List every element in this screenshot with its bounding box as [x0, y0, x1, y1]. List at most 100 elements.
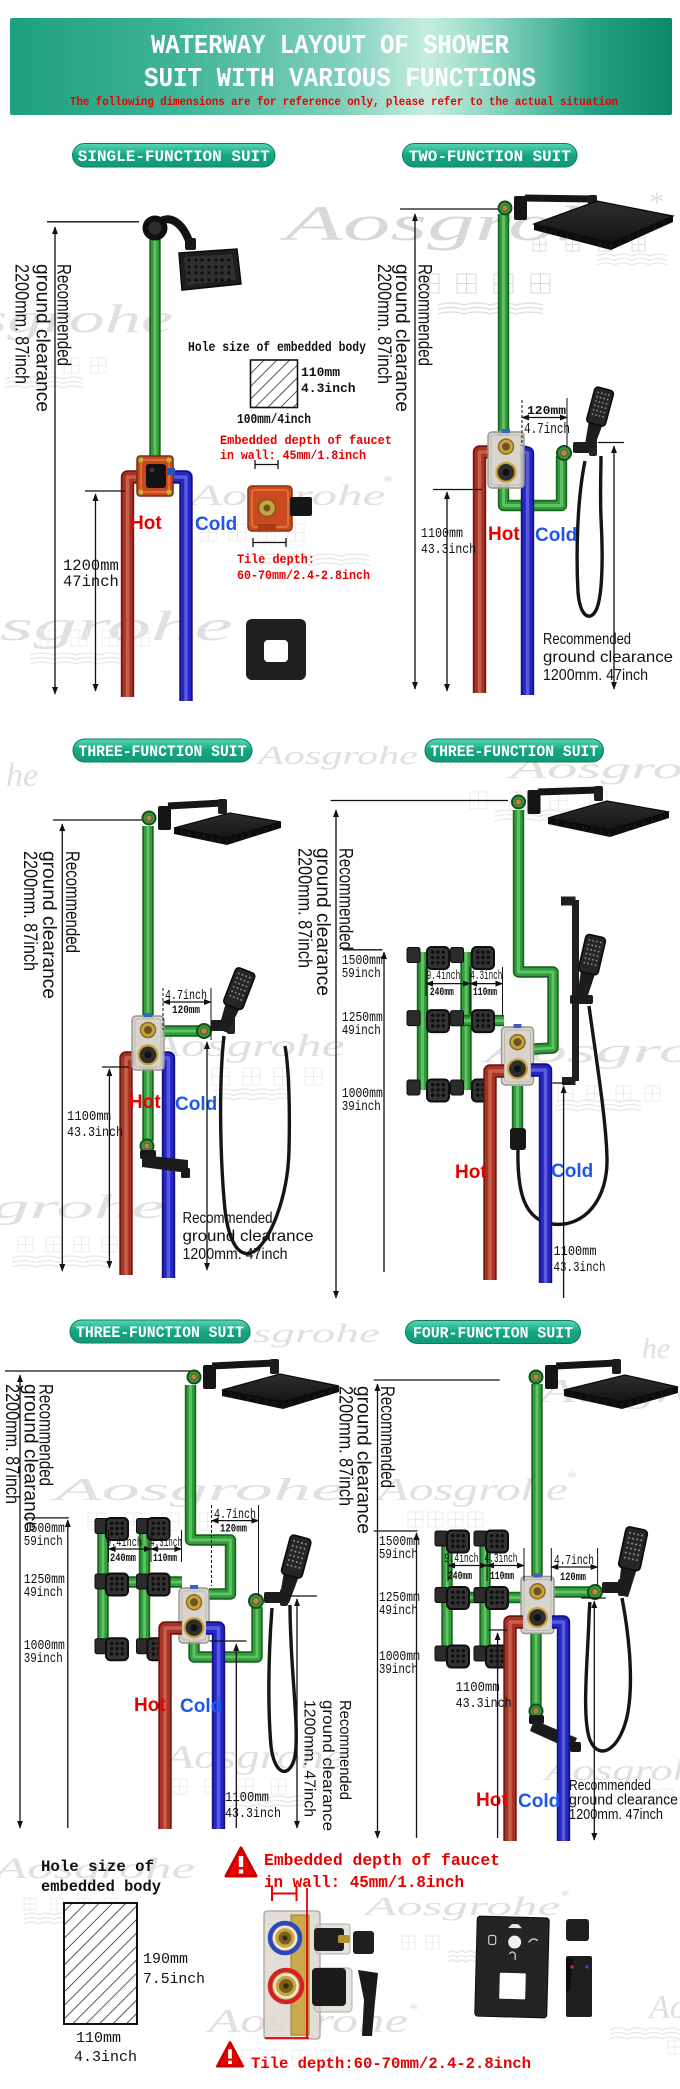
svg-text:110mm: 110mm — [490, 1571, 514, 1583]
svg-text:Recommended: Recommended — [569, 1778, 651, 1794]
svg-text:4.3inch: 4.3inch — [301, 381, 356, 396]
svg-text:he: he — [642, 1332, 670, 1365]
svg-text:120mm: 120mm — [527, 405, 566, 418]
svg-text:Embedded depth of faucet: Embedded depth of faucet — [264, 1852, 500, 1871]
svg-text:Hole size of embedded body: Hole size of embedded body — [188, 341, 366, 356]
svg-text:Hot: Hot — [488, 524, 520, 545]
svg-text:1500mm: 1500mm — [24, 1522, 65, 1537]
svg-text:1500mm: 1500mm — [379, 1535, 420, 1550]
svg-text:49inch: 49inch — [342, 1024, 381, 1039]
svg-text:43.3inch: 43.3inch — [554, 1260, 606, 1276]
svg-text:Aosgrohe: Aosgrohe — [255, 741, 418, 770]
svg-text:in wall: 45mm/1.8inch: in wall: 45mm/1.8inch — [264, 1874, 464, 1893]
svg-text:2200mm. 87inch: 2200mm. 87inch — [19, 851, 40, 971]
svg-text:49inch: 49inch — [379, 1604, 418, 1619]
svg-text:Recommended: Recommended — [336, 1700, 353, 1800]
svg-text:Cold: Cold — [535, 525, 577, 546]
svg-text:Cold: Cold — [518, 1791, 560, 1812]
svg-text:1200mm. 47inch: 1200mm. 47inch — [183, 1246, 288, 1263]
svg-text:ground clearance: ground clearance — [20, 1384, 41, 1532]
svg-text:ground clearance: ground clearance — [391, 264, 412, 412]
svg-text:*: * — [560, 1886, 569, 1906]
svg-text:1250mm: 1250mm — [379, 1591, 420, 1606]
svg-text:1000mm: 1000mm — [24, 1639, 65, 1654]
svg-text:ground clearance: ground clearance — [569, 1793, 678, 1809]
svg-text:*: * — [342, 1023, 352, 1045]
svg-text:1250mm: 1250mm — [342, 1011, 383, 1026]
svg-text:1100mm: 1100mm — [456, 1680, 500, 1696]
svg-text:Ao: Ao — [647, 1989, 680, 2026]
svg-text:Aosgrohe: Aosgrohe — [0, 1852, 195, 1885]
svg-text:2200mm. 87inch: 2200mm. 87inch — [373, 264, 394, 384]
svg-text:*: * — [566, 1467, 576, 1489]
svg-text:110mm: 110mm — [76, 2030, 121, 2047]
svg-text:1000mm: 1000mm — [379, 1650, 420, 1665]
svg-text:Hot: Hot — [476, 1790, 508, 1811]
svg-text:ground clearance: ground clearance — [312, 848, 333, 996]
svg-text:Recommended: Recommended — [35, 1384, 56, 1486]
svg-text:osgrohe: osgrohe — [0, 1189, 165, 1226]
svg-text:1200mm. 47inch: 1200mm. 47inch — [569, 1807, 663, 1823]
svg-text:110mm: 110mm — [153, 1553, 177, 1565]
svg-text:ground clearance: ground clearance — [319, 1700, 336, 1831]
svg-text:ground clearance: ground clearance — [353, 1386, 374, 1534]
svg-text:ground clearance: ground clearance — [38, 851, 59, 999]
svg-text:4.7inch: 4.7inch — [554, 1554, 594, 1569]
svg-text:43.3inch: 43.3inch — [225, 1806, 281, 1822]
svg-text:4.3inch: 4.3inch — [470, 969, 502, 983]
svg-text:4.7inch: 4.7inch — [214, 1508, 256, 1523]
svg-text:100mm/4inch: 100mm/4inch — [237, 413, 311, 428]
svg-text:110mm: 110mm — [301, 365, 340, 380]
svg-text:TWO-FUNCTION SUIT: TWO-FUNCTION SUIT — [409, 148, 571, 166]
svg-text:1200mm. 47inch: 1200mm. 47inch — [301, 1700, 318, 1817]
svg-text:59inch: 59inch — [379, 1548, 418, 1563]
svg-text:1250mm: 1250mm — [24, 1573, 65, 1588]
svg-text:SINGLE-FUNCTION SUIT: SINGLE-FUNCTION SUIT — [78, 148, 270, 166]
svg-text:240mm: 240mm — [110, 1553, 136, 1565]
svg-text:*: * — [648, 186, 663, 219]
svg-text:4.3inch: 4.3inch — [150, 1536, 182, 1550]
svg-text:43.3inch: 43.3inch — [67, 1125, 123, 1141]
svg-text:Recommended: Recommended — [53, 264, 74, 366]
svg-text:4.7inch: 4.7inch — [524, 422, 570, 438]
svg-text:2200mm. 87inch: 2200mm. 87inch — [335, 1386, 356, 1506]
svg-text:Aosgrohe: Aosgrohe — [0, 604, 233, 650]
svg-text:*: * — [408, 1999, 418, 2021]
svg-text:in wall: 45mm/1.8inch: in wall: 45mm/1.8inch — [220, 448, 366, 463]
svg-text:7.5inch: 7.5inch — [143, 1971, 205, 1988]
svg-text:1100mm: 1100mm — [421, 526, 463, 542]
svg-text:Recommended: Recommended — [376, 1386, 397, 1488]
svg-text:1200mm. 47inch: 1200mm. 47inch — [543, 667, 648, 684]
svg-text:The following dimensions are f: The following dimensions are for referen… — [70, 95, 618, 109]
svg-text:Embedded depth of faucet: Embedded depth of faucet — [220, 433, 392, 448]
svg-text:60-70mm/2.4-2.8inch: 60-70mm/2.4-2.8inch — [237, 568, 370, 583]
svg-text:Hole size of: Hole size of — [41, 1858, 154, 1876]
svg-text:*: * — [382, 471, 392, 493]
svg-text:Recommended: Recommended — [183, 1210, 273, 1227]
svg-text:Cold: Cold — [195, 514, 237, 535]
svg-text:he: he — [6, 757, 38, 794]
svg-text:120mm: 120mm — [220, 1524, 247, 1536]
svg-text:9.4inch: 9.4inch — [106, 1536, 142, 1550]
svg-text:39inch: 39inch — [342, 1100, 381, 1115]
svg-text:59inch: 59inch — [24, 1535, 63, 1550]
svg-text:47inch: 47inch — [63, 573, 119, 591]
svg-text:ground clearance: ground clearance — [543, 649, 673, 666]
svg-text:240mm: 240mm — [430, 987, 454, 999]
svg-text:2200mm. 87inch: 2200mm. 87inch — [11, 264, 32, 384]
svg-text:39inch: 39inch — [379, 1663, 418, 1678]
svg-text:Hot: Hot — [129, 1092, 161, 1113]
svg-text:1100mm: 1100mm — [554, 1244, 597, 1260]
svg-text:190mm: 190mm — [143, 1951, 188, 1968]
svg-text:Recommended: Recommended — [61, 851, 82, 953]
svg-text:Hot: Hot — [455, 1162, 487, 1183]
svg-text:4.3inch: 4.3inch — [74, 2049, 137, 2066]
svg-text:240mm: 240mm — [448, 1571, 472, 1583]
svg-text:49inch: 49inch — [24, 1586, 63, 1601]
svg-text:WATERWAY LAYOUT OF SHOWER: WATERWAY LAYOUT OF SHOWER — [151, 32, 510, 62]
svg-text:2200mm. 87inch: 2200mm. 87inch — [1, 1384, 22, 1504]
svg-text:THREE-FUNCTION SUIT: THREE-FUNCTION SUIT — [430, 743, 598, 761]
svg-text:ground clearance: ground clearance — [183, 1228, 314, 1245]
svg-text:1500mm: 1500mm — [342, 954, 383, 969]
svg-text:Cold: Cold — [175, 1094, 217, 1115]
